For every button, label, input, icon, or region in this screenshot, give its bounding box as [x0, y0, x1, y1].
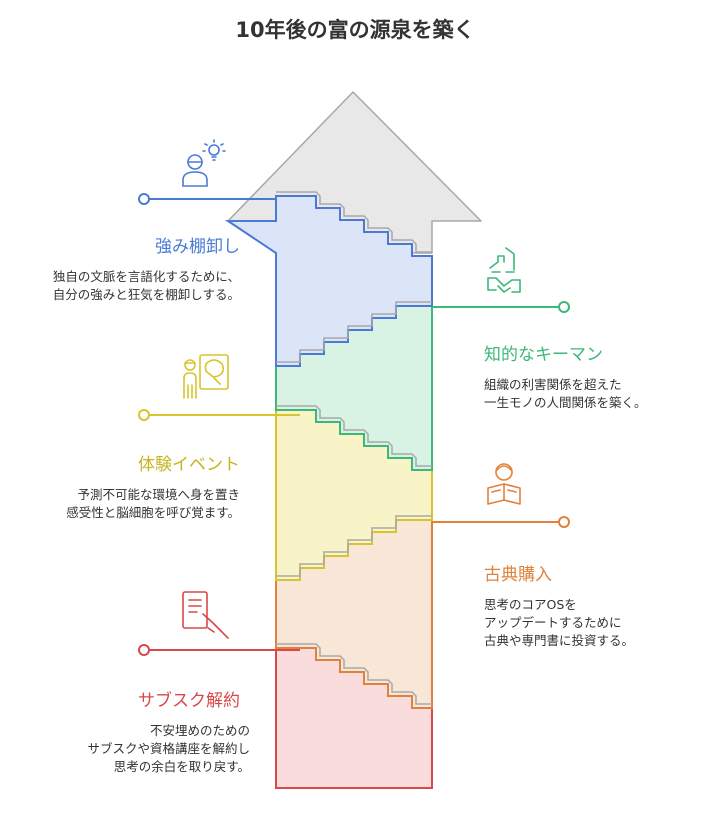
connector-orange [432, 516, 570, 528]
step-desc-blue: 独自の文脈を言語化するために、 自分の強みと狂気を棚卸しする。 [52, 269, 240, 302]
step-label-orange: 古典購入 [484, 565, 552, 585]
connector-green [432, 301, 570, 313]
step-label-yellow: 体験イベント [138, 455, 240, 475]
step-desc-orange: 思考のコアOSを アップデートするために 古典や専門書に投資する。 [484, 597, 635, 648]
step-desc-green: 組織の利害関係を超えた 一生モノの人間関係を築く。 [484, 377, 647, 410]
segment-blue [224, 195, 433, 367]
person-lightbulb-icon [182, 139, 226, 187]
step-edges [276, 191, 432, 705]
tablet-hand-icon [182, 591, 229, 639]
page-title: 10年後の富の源泉を築く [235, 18, 475, 42]
connector-red [138, 644, 300, 656]
connector-yellow [138, 409, 300, 421]
step-label-red: サブスク解約 [138, 691, 240, 711]
step-label-green: 知的なキーマン [484, 345, 603, 365]
step-desc-yellow: 予測不可能な環境へ身を置き 感受性と脳細胞を呼び覚ます。 [66, 487, 240, 520]
step-label-blue: 強み棚卸し [155, 237, 240, 257]
handshake-icon [487, 247, 521, 293]
step-desc-red: 不安埋めのための サブスクや資格講座を解約し 思考の余白を取り戻す。 [87, 723, 250, 774]
person-palette-icon [183, 354, 229, 399]
connector-blue [138, 193, 276, 205]
person-reading-icon [487, 463, 521, 505]
